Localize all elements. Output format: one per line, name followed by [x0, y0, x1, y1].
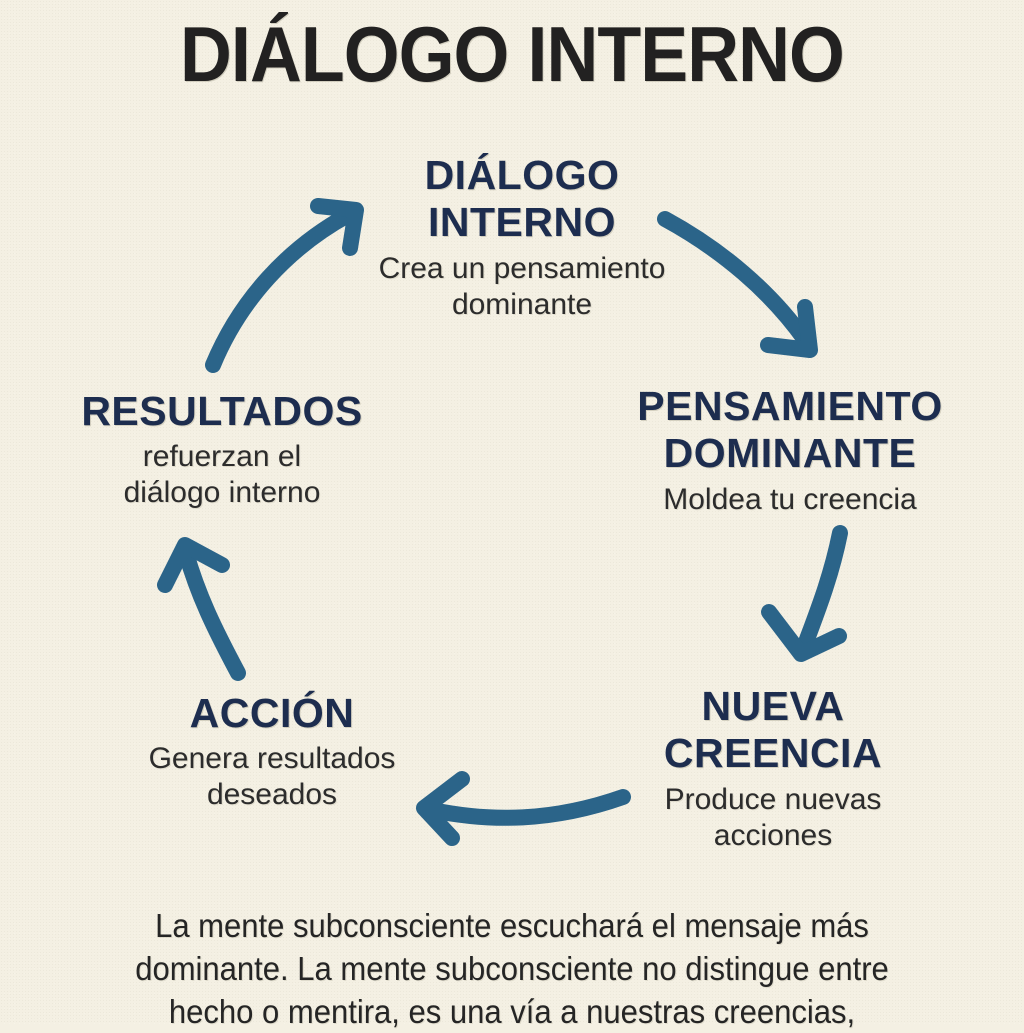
footer-line-3: hecho o mentira, es una vía a nuestras c… [168, 993, 856, 1030]
cycle-node-nueva-creencia: NUEVA CREENCIA Produce nuevas acciones [608, 683, 938, 854]
footer-paragraph: La mente subconsciente escuchará el mens… [78, 904, 947, 1033]
arrow-resultados-to-dialogo [205, 198, 364, 373]
arrow-accion-to-resultados [157, 537, 246, 681]
cycle-node-accion: ACCIÓN Genera resultados deseados [92, 690, 452, 813]
node-heading: PENSAMIENTO DOMINANTE [637, 383, 943, 476]
node-heading: RESULTADOS [81, 388, 363, 434]
node-subtitle: Produce nuevas acciones [664, 783, 882, 852]
arrow-pensamiento-to-creencia [761, 525, 848, 662]
node-heading: DIÁLOGO INTERNO [424, 152, 620, 245]
cycle-node-pensamiento-dominante: PENSAMIENTO DOMINANTE Moldea tu creencia [570, 383, 1010, 518]
cycle-node-resultados: RESULTADOS refuerzan el diálogo interno [36, 388, 408, 511]
page-title: DIÁLOGO INTERNO [180, 10, 845, 98]
node-subtitle: Genera resultados deseados [148, 742, 396, 811]
footer-line-2: dominante. La mente subconsciente no dis… [135, 950, 889, 987]
arrow-creencia-to-accion [416, 771, 631, 846]
node-heading: ACCIÓN [189, 690, 355, 736]
cycle-node-dialogo-interno: DIÁLOGO INTERNO Crea un pensamiento domi… [312, 152, 732, 323]
node-heading: NUEVA CREENCIA [663, 683, 883, 776]
arrow-dialogo-to-pensamiento [657, 211, 818, 358]
node-subtitle: Moldea tu creencia [663, 483, 917, 516]
footer-line-1: La mente subconsciente escuchará el mens… [155, 907, 869, 944]
node-subtitle: Crea un pensamiento dominante [378, 252, 666, 321]
node-subtitle: refuerzan el diálogo interno [123, 440, 321, 509]
